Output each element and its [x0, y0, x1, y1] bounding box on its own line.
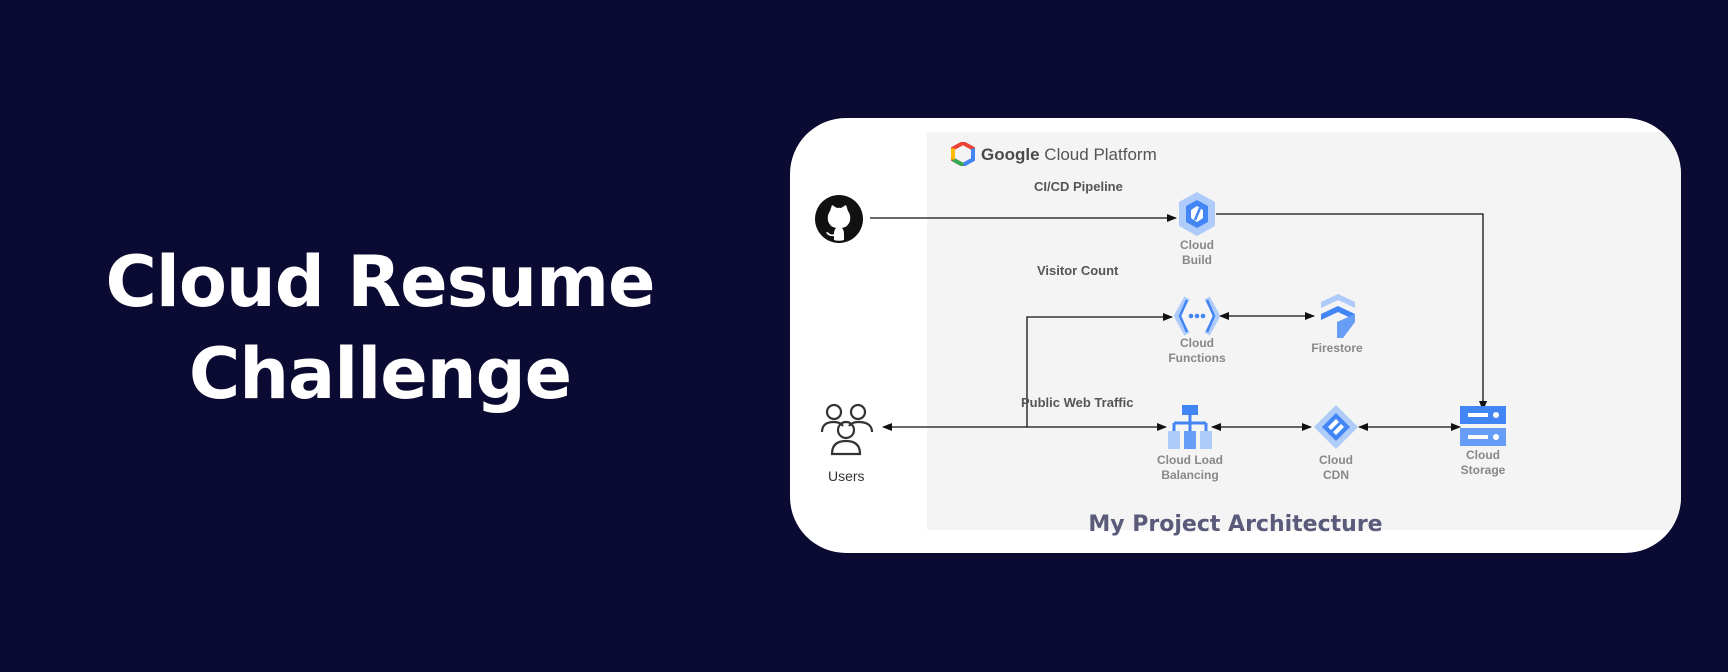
firestore-icon [1321, 294, 1355, 338]
title-line-2: Challenge [188, 333, 572, 415]
cloud-functions-icon [1174, 296, 1220, 336]
diagram-caption: My Project Architecture [1088, 512, 1383, 537]
title-line-1: Cloud Resume [105, 241, 655, 323]
load-balancing-label: Cloud Load Balancing [1135, 453, 1245, 483]
gcp-brand: Google [981, 145, 1040, 164]
cloud-cdn-line-1: Cloud [1319, 453, 1353, 467]
cloud-cdn-icon [1314, 405, 1358, 449]
public-web-traffic-label: Public Web Traffic [1021, 395, 1134, 410]
google-cloud-logo-icon [951, 142, 975, 166]
cloud-build-icon [1179, 192, 1215, 236]
page-title: Cloud Resume Challenge [60, 236, 700, 420]
cloud-storage-icon [1460, 406, 1506, 446]
cloud-build-line-1: Cloud [1180, 238, 1214, 252]
cloud-storage-label: Cloud Storage [1428, 448, 1538, 478]
edge-build-to-storage [1216, 213, 1487, 411]
cloud-storage-line-1: Cloud [1466, 448, 1500, 462]
load-balancing-line-2: Balancing [1161, 468, 1219, 482]
edge-users-to-functions [1026, 313, 1173, 427]
cloud-cdn-label: Cloud CDN [1281, 453, 1391, 483]
gcp-product: Cloud Platform [1044, 145, 1157, 164]
github-icon [815, 195, 863, 243]
connection-lines [870, 213, 1487, 431]
gcp-panel [927, 132, 1681, 530]
load-balancing-line-1: Cloud Load [1157, 453, 1223, 467]
firestore-label: Firestore [1282, 341, 1392, 356]
users-label: Users [828, 468, 865, 484]
cloud-functions-line-2: Functions [1168, 351, 1226, 365]
cloud-build-label: Cloud Build [1142, 238, 1252, 268]
firestore-line-1: Firestore [1311, 341, 1363, 355]
cloud-functions-label: Cloud Functions [1142, 336, 1252, 366]
architecture-card: Google Cloud Platform CI/CD Pipeline Vis… [790, 118, 1681, 553]
cloud-storage-line-2: Storage [1460, 463, 1506, 477]
visitor-count-label: Visitor Count [1037, 263, 1119, 278]
cloud-functions-line-1: Cloud [1180, 336, 1214, 350]
cicd-label: CI/CD Pipeline [1034, 179, 1123, 194]
users-icon [820, 403, 874, 456]
cloud-build-line-2: Build [1182, 253, 1212, 267]
load-balancing-icon [1168, 405, 1212, 449]
gcp-title: Google Cloud Platform [981, 145, 1157, 165]
cloud-cdn-line-2: CDN [1323, 468, 1349, 482]
